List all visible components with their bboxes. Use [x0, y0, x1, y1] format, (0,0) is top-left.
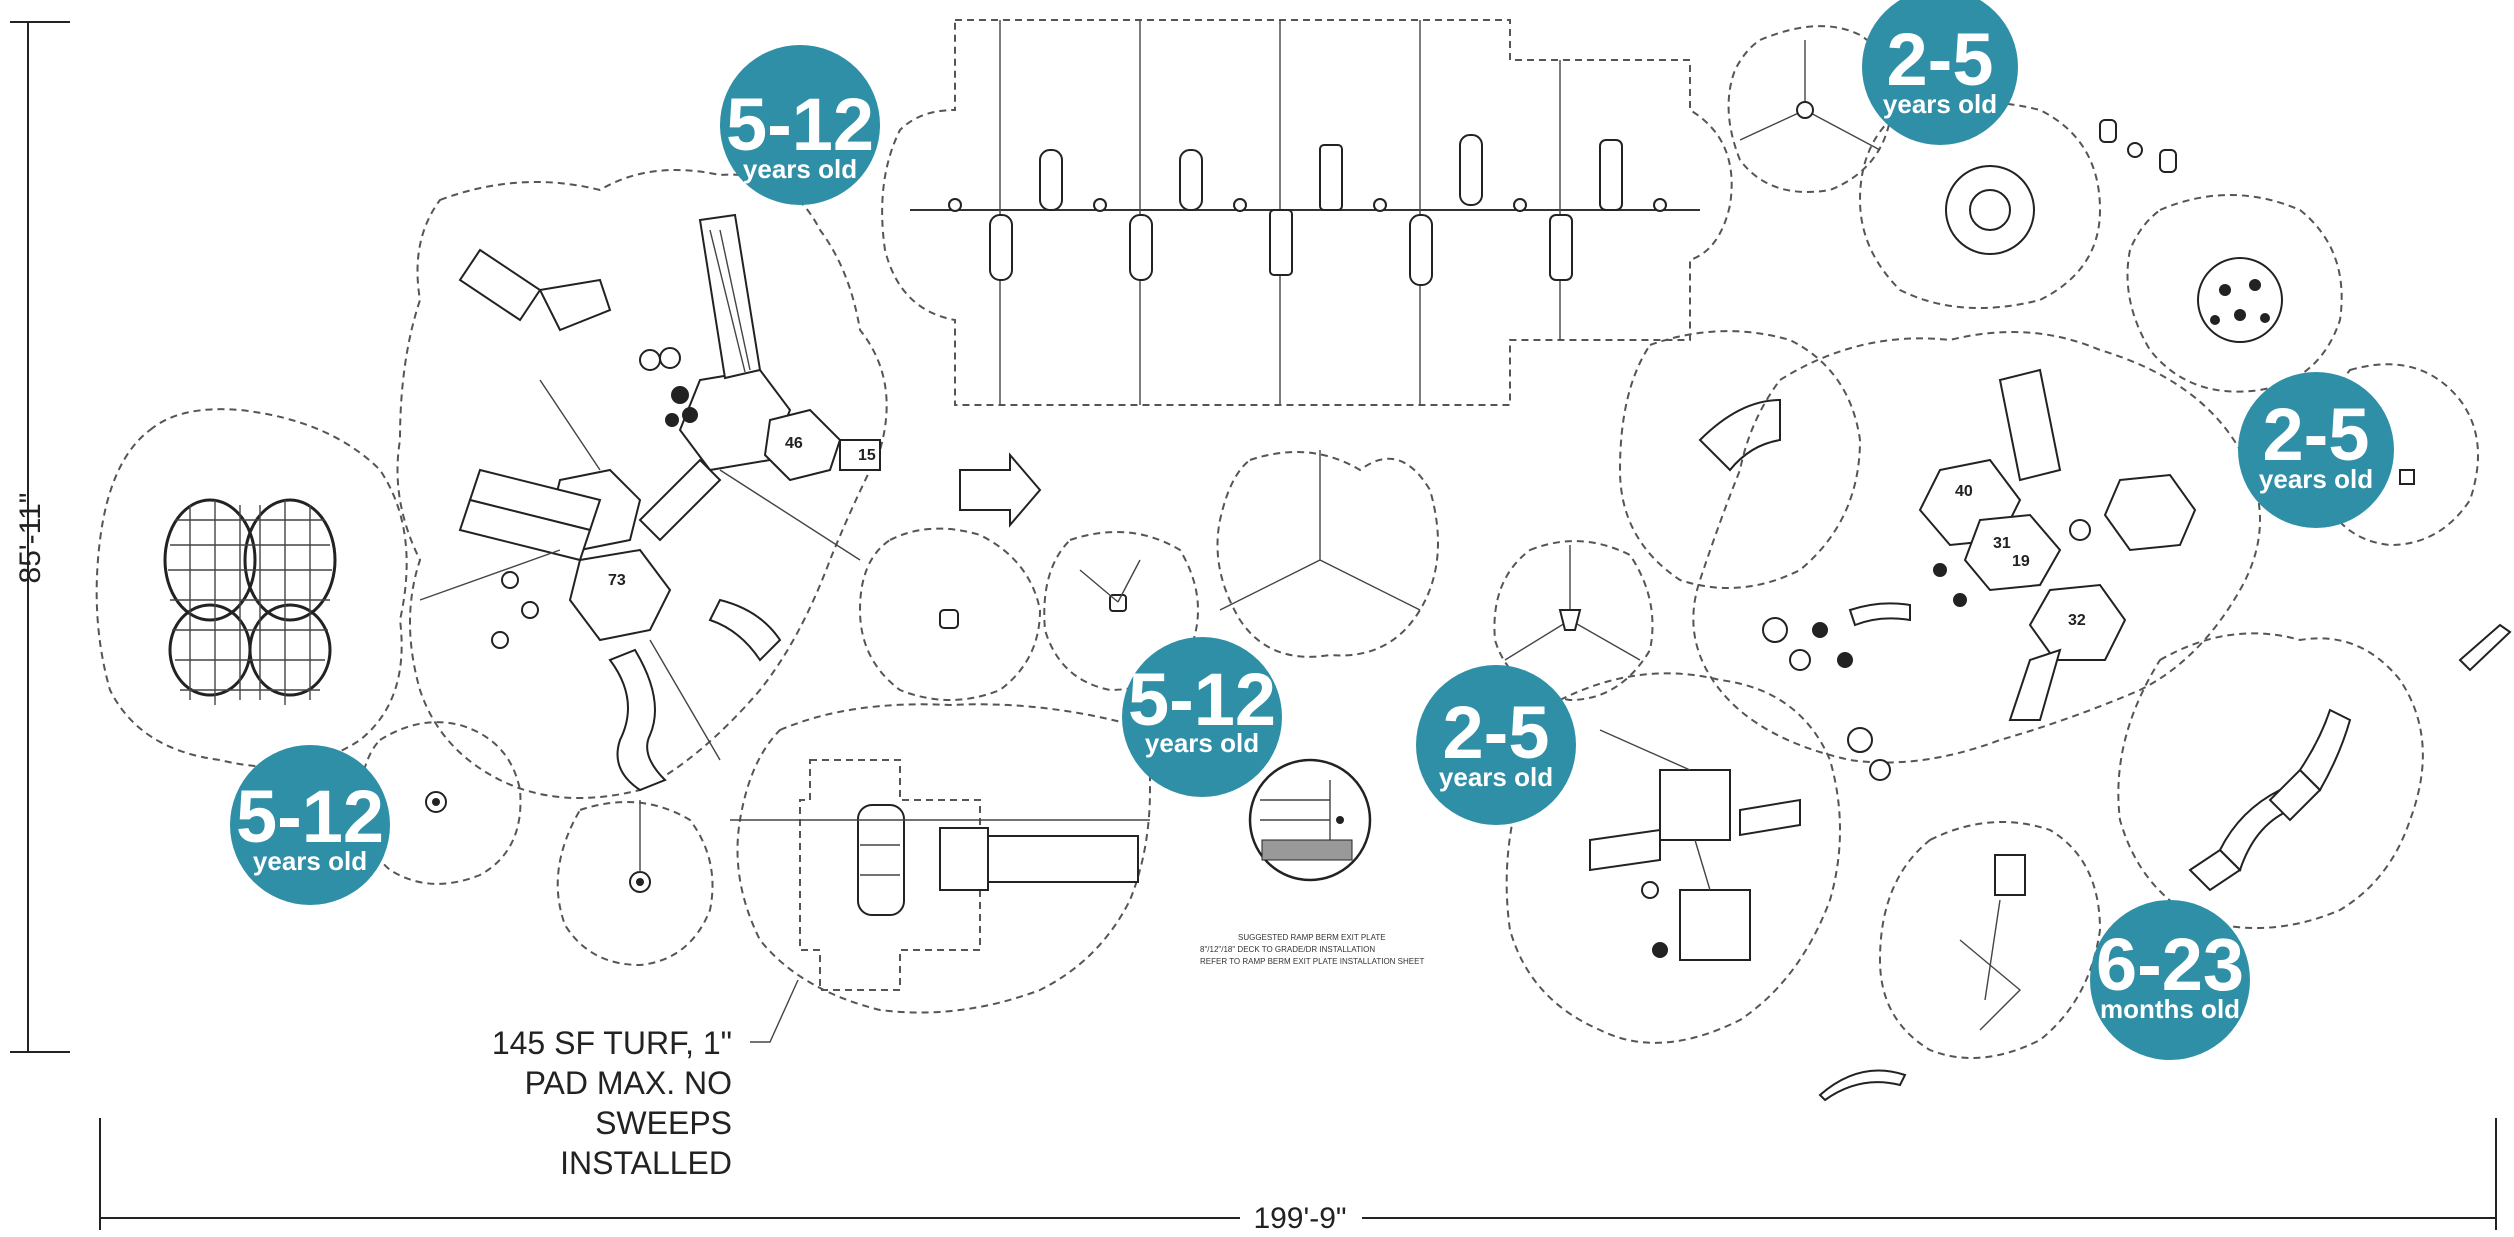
turf-note-line: SWEEPS [595, 1105, 732, 1141]
deck-number: 15 [858, 447, 876, 464]
bench-left-bottom [1818, 1069, 1907, 1102]
infant-climber-zone [1878, 821, 2102, 1059]
height-label: 85'-11" [14, 493, 47, 584]
spinner-zone-left [358, 721, 522, 885]
sensory-elements [1762, 519, 2091, 781]
turf-note: 145 SF TURF, 1" PAD MAX. NO SWEEPS INSTA… [492, 979, 799, 1181]
swing-set-zone [881, 19, 1733, 406]
age-badge: 2-5 years old [1862, 0, 2018, 145]
tripod-zone [1493, 540, 1654, 702]
age-badge: 5-12 years old [720, 45, 880, 205]
badge-age: 6-23 [2096, 923, 2244, 1006]
badge-unit: years old [253, 846, 367, 876]
spinner-zone-top-right [1727, 25, 1893, 193]
width-dimension: 199'-9" [99, 1118, 2497, 1235]
badge-age: 2-5 [1887, 18, 1994, 101]
badge-unit: years old [2259, 464, 2373, 494]
height-dimension: 85'-11" [10, 21, 70, 1053]
turf-note-line: PAD MAX. NO [525, 1065, 732, 1101]
toddler-structure-2-5 [1505, 672, 1841, 1044]
spinner-zone-far-right [2317, 363, 2479, 547]
age-badge: 2-5 years old [2238, 372, 2394, 528]
badge-unit: years old [1145, 728, 1259, 758]
dome-climber-zone [2126, 194, 2343, 393]
arrow-sign [959, 452, 1042, 528]
deck-number: 31 [1993, 535, 2011, 552]
age-badge: 5-12 years old [1122, 637, 1282, 797]
butterfly-climber-zone [95, 408, 408, 768]
spinner-zone-bottom [556, 800, 714, 967]
small-rings [639, 347, 681, 371]
ramp-detail-callout: SUGGESTED RAMP BERM EXIT PLATE 8"/12"/18… [1200, 758, 1424, 966]
swing-seats [989, 134, 1623, 286]
badge-unit: years old [1439, 762, 1553, 792]
badge-age: 5-12 [1128, 658, 1276, 741]
age-badge: 2-5 years old [1416, 665, 1576, 825]
deck-number: 73 [608, 572, 626, 589]
badge-age: 2-5 [1443, 691, 1550, 774]
infant-zone [2117, 632, 2424, 929]
ramp-note-line: 8"/12"/18" DECK TO GRADE/DR INSTALLATION [1200, 945, 1375, 954]
panel-climber-zone [1618, 330, 1862, 589]
dark-element-cluster [665, 386, 698, 427]
badge-unit: years old [1883, 89, 1997, 119]
deck-number: 32 [2068, 612, 2086, 629]
badge-age: 5-12 [726, 83, 874, 166]
swing-connectors [948, 198, 1667, 212]
deck-number: 46 [785, 435, 803, 452]
main-play-structure-2-5: 40 31 19 32 [1692, 331, 2261, 781]
butterfly-climber-icon [163, 498, 337, 705]
turf-note-line: INSTALLED [560, 1145, 732, 1181]
width-label: 199'-9" [1253, 1202, 1346, 1235]
age-badge: 6-23 months old [2090, 900, 2250, 1060]
deck-number: 40 [1955, 483, 1973, 500]
age-badge: 5-12 years old [230, 745, 390, 905]
deck-number: 19 [2012, 553, 2030, 570]
badge-age: 5-12 [236, 775, 384, 858]
ramp-deck-zone [730, 703, 1151, 1014]
table-zone [1858, 101, 2177, 309]
turf-note-line: 145 SF TURF, 1" [492, 1025, 732, 1061]
bench-far-right [2458, 623, 2512, 672]
badge-age: 2-5 [2263, 393, 2370, 476]
badge-unit: years old [743, 154, 857, 184]
ramp-note-line: REFER TO RAMP BERM EXIT PLATE INSTALLATI… [1200, 957, 1424, 966]
spinner-zone-middle [858, 450, 1439, 701]
badge-unit: months old [2100, 994, 2240, 1024]
main-play-structure-5-12: 46 73 15 [396, 169, 888, 799]
ramp-note-line: SUGGESTED RAMP BERM EXIT PLATE [1238, 933, 1386, 942]
